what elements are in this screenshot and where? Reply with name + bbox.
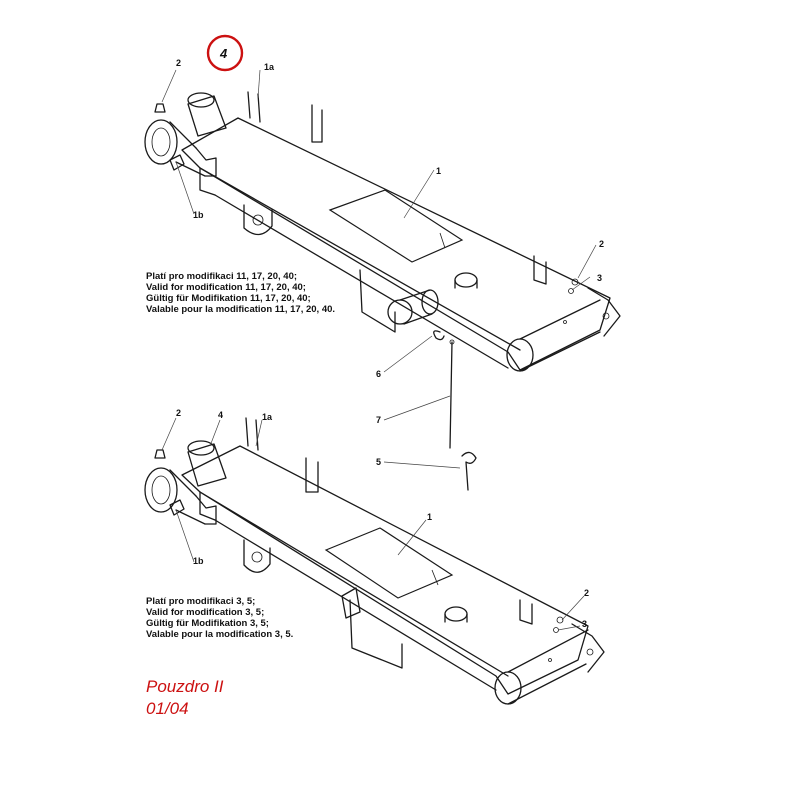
callout-1-upper: 1 <box>436 166 441 176</box>
callout-7: 7 <box>376 415 381 425</box>
circlip-6 <box>433 330 445 341</box>
rod-7 <box>449 341 453 449</box>
note-line-en: Valid for modification 3, 5; <box>146 607 265 618</box>
cotter-5 <box>461 451 477 491</box>
lower-hanging-bracket <box>349 599 403 669</box>
callout-2-upper-right: 2 <box>599 239 604 249</box>
note-line-fr: Valable pour la modification 3, 5. <box>146 629 294 640</box>
upper-yoke-ring <box>144 119 178 165</box>
upper-lug <box>243 204 273 236</box>
callout-1b-upper: 1b <box>193 210 204 220</box>
note-line-en: Valid for modification 11, 17, 20, 40; <box>146 282 306 293</box>
callout-3-lower: 3 <box>582 619 587 629</box>
callout-2-lower: 2 <box>176 408 181 418</box>
lower-beam <box>181 445 589 695</box>
stamp-title: Pouzdro II <box>146 677 224 696</box>
upper-beam <box>181 117 611 371</box>
lower-yoke-ring <box>144 467 178 513</box>
note-line-de: Gültig für Modifikation 11, 17, 20, 40; <box>146 293 311 304</box>
highlight-circle <box>206 34 244 72</box>
upper-yoke-pin <box>169 154 185 171</box>
note-line-cz: Platí pro modifikaci 11, 17, 20, 40; <box>146 271 298 282</box>
lower-bushing-4 <box>187 443 227 487</box>
stamp-date: 01/04 <box>146 699 189 718</box>
lower-frame-assembly: 2 4 1a 1 2 3 1b <box>144 408 605 705</box>
callout-2-lower-right: 2 <box>584 588 589 598</box>
upper-cover-plate <box>328 189 464 263</box>
callout-1b-lower: 1b <box>193 556 204 566</box>
callout-4-upper: 4 <box>219 46 228 61</box>
callout-1a-upper: 1a <box>264 62 275 72</box>
callout-1a-lower: 1a <box>262 412 273 422</box>
callout-5: 5 <box>376 457 381 467</box>
upper-bushing-4 <box>187 95 227 137</box>
callout-6: 6 <box>376 369 381 379</box>
lower-modification-note: Platí pro modifikaci 3, 5; Valid for mod… <box>146 596 293 640</box>
callout-1-lower: 1 <box>427 512 432 522</box>
lower-lug <box>243 539 271 573</box>
note-line-de: Gültig für Modifikation 3, 5; <box>146 618 269 629</box>
lower-cover-plate <box>324 527 454 599</box>
upper-modification-note: Platí pro modifikaci 11, 17, 20, 40; Val… <box>146 271 335 315</box>
lower-yoke-pin <box>169 499 185 516</box>
callout-4-lower: 4 <box>218 410 223 420</box>
upper-frame-assembly: 2 1a 1 2 3 6 7 5 1b 4 <box>144 34 621 491</box>
part-stamp: Pouzdro II 01/04 <box>146 676 224 720</box>
note-line-cz: Platí pro modifikaci 3, 5; <box>146 596 256 607</box>
callout-2-upper: 2 <box>176 58 181 68</box>
callout-3-upper: 3 <box>597 273 602 283</box>
note-line-fr: Valable pour la modification 11, 17, 20,… <box>146 304 336 315</box>
